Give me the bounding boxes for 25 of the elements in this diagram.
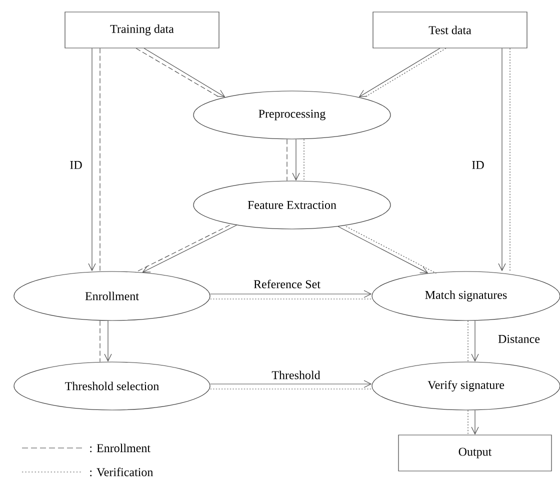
edge-label: ID (70, 161, 82, 169)
legend-text: : Enrollment (90, 444, 150, 452)
edge-label: Distance (498, 334, 540, 344)
arrow (88, 48, 96, 272)
arrow (471, 410, 479, 435)
arrow (210, 380, 372, 388)
arrow (210, 290, 372, 298)
edge-label: Reference Set (254, 280, 320, 288)
legend-text: : Verification (90, 468, 154, 476)
phase-line (210, 298, 372, 300)
phase-line (210, 388, 372, 390)
arrow (338, 226, 428, 274)
data-box: Test data (372, 12, 528, 48)
phase-line (136, 48, 220, 98)
arrow (144, 48, 226, 98)
phase-line (346, 226, 436, 274)
arrow (104, 320, 112, 362)
edge-label: ID (472, 161, 484, 169)
data-box: Training data (64, 12, 220, 48)
data-box: Output (398, 434, 552, 472)
arrow (471, 320, 479, 362)
arrow (498, 48, 506, 272)
phase-line (286, 139, 288, 181)
edge-label: Threshold (272, 370, 320, 380)
arrow (292, 139, 300, 181)
